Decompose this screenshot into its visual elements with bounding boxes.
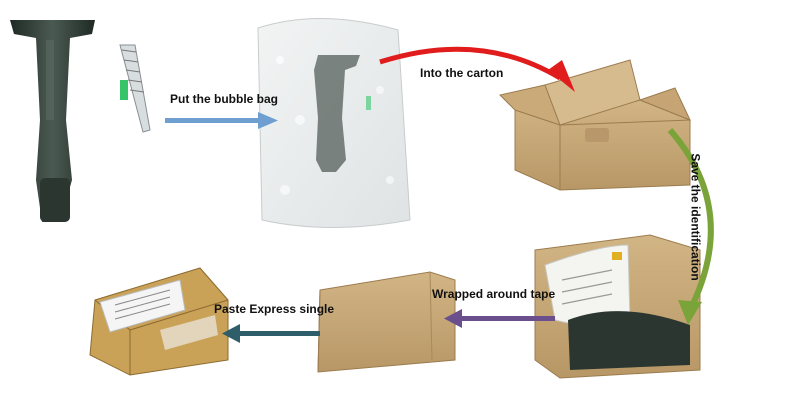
ignition-coil-image [10, 20, 95, 222]
open-carton-image [499, 59, 691, 191]
arrow-paste-express [222, 324, 320, 343]
step-label-paste-express: Paste Express single [214, 302, 335, 316]
step-label-into-carton: Into the carton [420, 66, 504, 80]
arrow-into-carton [379, 46, 575, 92]
express-carton-image [89, 267, 229, 376]
step-label-wrapped-tape: Wrapped around tape [432, 287, 556, 301]
arrow-wrapped-tape [444, 309, 555, 328]
arrow-bubble-bag [165, 112, 278, 129]
arrow-save-identification [667, 128, 714, 325]
spring-image [119, 44, 151, 133]
step-label-save-identification: Save the identification [688, 153, 703, 281]
bubble-bag-image [257, 17, 411, 228]
labeled-carton-image [534, 234, 701, 379]
step-label-bubble-bag: Put the bubble bag [170, 92, 278, 106]
